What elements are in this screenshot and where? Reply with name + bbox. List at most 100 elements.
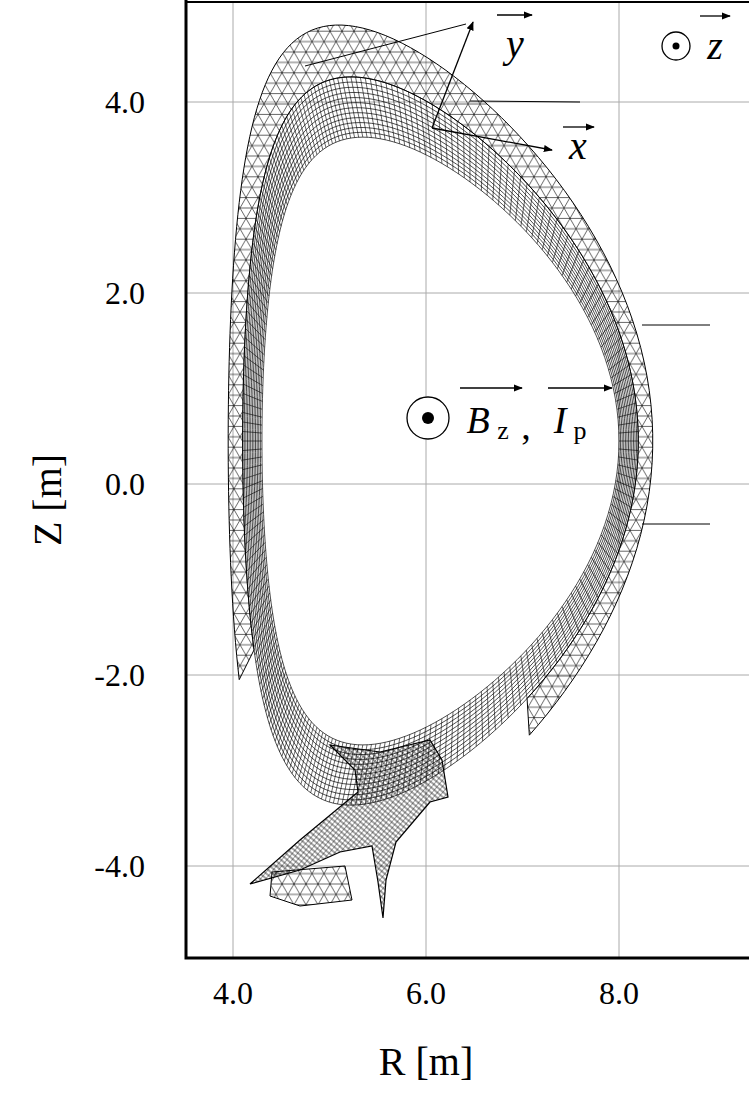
mesh-radial [498,677,501,724]
mesh-radial [254,613,273,647]
mesh-radial [267,672,285,718]
axis-line [186,0,749,958]
out-of-plane-symbol [662,32,690,60]
coordinate-arrow [432,22,473,128]
mesh-radial [588,565,603,590]
mesh-radial [251,259,270,289]
fem-mesh [228,24,710,918]
mesh-radial [244,512,263,526]
mesh-radial [287,117,304,171]
mesh-radial [420,98,425,155]
mesh-layer [252,108,628,775]
mesh-radial [252,600,271,631]
mesh-radial [618,412,637,417]
mesh-radial [318,85,333,144]
mesh-radial [253,607,272,640]
grid-line [186,484,749,485]
mesh-radial [277,696,295,747]
mesh-radial [481,691,482,741]
mesh-radial [280,131,297,182]
mesh-radial [243,412,262,417]
mesh-radial [618,422,637,425]
mesh-radial [250,267,269,296]
mesh-radial [261,650,280,691]
separator: , [521,407,531,445]
mesh-radial [526,190,533,231]
mesh-radial [255,620,274,655]
mesh-radial [292,108,309,163]
mesh-layer [256,118,626,765]
mesh-radial [321,83,335,142]
mesh-radial [275,141,293,191]
mesh-layer [246,87,635,794]
mesh-radial [244,365,263,378]
leader-line [642,524,710,525]
mesh-radial [295,105,311,161]
tick-label: -2.0 [94,659,145,691]
mesh-radial [487,687,489,736]
mesh-radial [504,672,508,718]
tick-label: 2.0 [105,277,145,309]
mesh-radial [271,682,289,730]
out-of-plane-dot [422,412,434,424]
mesh-radial [552,227,562,262]
axis-vector-label: z [707,26,723,66]
mesh-radial [311,89,326,147]
mesh-radial [580,579,594,606]
mesh-radial [243,473,262,479]
mesh-radial [277,136,295,187]
mesh-radial [282,126,299,178]
mesh-radial [280,700,297,751]
axis-title: Z [m] [28,454,68,546]
current-subscript: p [574,418,587,444]
mesh-radial [562,607,574,640]
mesh-radial [515,177,520,221]
mesh-radial [588,293,603,318]
mesh-radial [333,79,346,139]
mesh-layer [259,127,622,754]
mesh-layer [243,77,639,805]
mesh-radial [493,152,496,200]
mesh-radial [243,431,262,433]
mesh-radial [619,431,638,433]
mesh-radial [247,311,266,333]
mesh-radial [469,131,470,182]
grid-line [186,293,749,294]
mesh-radial [584,572,598,598]
mesh-radial [526,650,533,691]
mesh-radial [301,727,317,784]
mesh-radial [256,219,275,256]
vector-arrow [497,14,532,15]
mesh-radial [338,78,351,138]
mesh-radial [256,626,275,663]
mesh-radial [244,496,263,507]
mesh-radial [245,527,264,544]
vector-symbols [407,15,730,439]
mesh-radial [617,403,636,409]
mesh-radial [311,735,326,793]
vector-arrow [460,387,522,388]
mesh-layer [249,98,632,785]
mesh-radial [314,87,329,146]
mesh-layer [257,123,624,760]
axis-line [186,1,749,3]
mesh-radial [307,732,323,790]
mesh-radial [619,449,638,451]
axis-vector-label: y [506,24,524,64]
tick-label: 4.0 [213,977,253,1009]
mesh-radial [498,158,501,205]
axis-title: R [m] [379,1042,473,1082]
axes-frame [186,0,749,958]
mesh-radial [304,730,320,787]
blanket-mesh [228,25,653,735]
mesh-radial [329,80,343,140]
mesh-radial [267,164,285,210]
tick-label: 6.0 [406,977,446,1009]
coordinate-arrow [432,128,552,150]
mesh-radial [515,661,520,705]
mesh-radial [510,667,515,712]
mesh-radial [609,512,627,526]
mesh-radial [469,700,470,751]
mesh-radial [247,302,266,325]
mesh-radial [243,403,262,409]
